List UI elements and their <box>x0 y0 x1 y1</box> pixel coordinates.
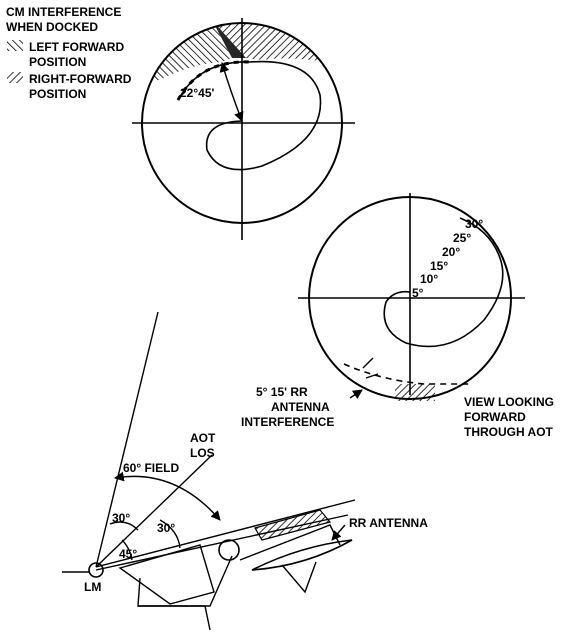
degree-label-20: 20° <box>442 245 460 259</box>
legend-left-line2: POSITION <box>29 55 86 69</box>
lm-upper-outline <box>95 499 356 568</box>
lm-label: LM <box>84 580 101 594</box>
angle-45-label: 45° <box>119 547 137 561</box>
angle-30-right-label: 30° <box>157 521 175 535</box>
degree-label-25: 25° <box>453 231 471 245</box>
rr-antenna-label: RR ANTENNA <box>349 516 428 530</box>
legend-right-line1: RIGHT-FORWARD <box>29 72 132 86</box>
left-forward-swatch <box>7 40 23 51</box>
rr-support-hatch <box>254 509 332 541</box>
lm-marker-circle <box>88 562 104 578</box>
aot-label-line1: AOT <box>190 431 216 445</box>
view-label-line1: VIEW LOOKING <box>464 395 554 409</box>
angle-30-left-label: 30° <box>112 511 130 525</box>
legend-title-line1: CM INTERFERENCE <box>6 5 121 19</box>
angle-arrow <box>219 62 244 122</box>
rr-antenna-base <box>281 561 317 594</box>
rr-interference-line3: INTERFERENCE <box>241 415 334 429</box>
view-label-line2: FORWARD <box>464 410 526 424</box>
rr-antenna-leader <box>331 524 346 541</box>
view-label-line3: THROUGH AOT <box>464 425 554 439</box>
side-view: AOT LOS 60° FIELD 30° 30° 45° LM RR ANTE… <box>62 311 428 631</box>
degree-label-30: 30° <box>465 217 483 231</box>
left-forward-interference-region <box>142 23 232 82</box>
field-60-arc <box>114 471 221 521</box>
aot-housing-circle <box>218 539 240 561</box>
field-60-label: 60° FIELD <box>123 461 179 475</box>
overlap-region <box>212 23 246 58</box>
legend-left-line1: LEFT FORWARD <box>29 40 124 54</box>
legend-right-line2: POSITION <box>29 87 86 101</box>
aot-label-line2: LOS <box>190 446 215 460</box>
lm-hatch-block <box>118 544 215 605</box>
rr-interference-hatch <box>395 384 435 401</box>
lm-leg <box>138 605 211 631</box>
degree-label-5: 5° <box>412 286 424 300</box>
rr-interference-line2: ANTENNA <box>271 400 330 414</box>
right-forward-swatch <box>7 72 23 83</box>
legend-title-line2: WHEN DOCKED <box>6 20 98 34</box>
rr-interference-dashed-line <box>343 363 470 385</box>
degree-label-10: 10° <box>420 272 438 286</box>
top-view: 22°45' <box>132 18 355 240</box>
top-spiral-curve <box>177 60 322 171</box>
middle-view: 30° 25° 20° 15° 10° 5° 5° 15' RR ANTENNA… <box>241 193 554 439</box>
field-left-edge-line <box>95 311 159 568</box>
legend: CM INTERFERENCE WHEN DOCKED LEFT FORWARD… <box>6 5 132 101</box>
rr-angle-marks <box>362 357 379 379</box>
lm-base-structure <box>137 555 233 607</box>
degree-label-15: 15° <box>430 259 448 273</box>
rr-label-leader <box>349 389 363 399</box>
rr-antenna-dish <box>251 539 353 571</box>
angle-30-left-arc <box>109 521 139 531</box>
angle-label-22-45: 22°45' <box>180 86 214 100</box>
top-spiral-dash <box>176 60 251 101</box>
middle-spiral-curve <box>383 217 504 348</box>
rr-interference-line1: 5° 15' RR <box>256 385 308 399</box>
